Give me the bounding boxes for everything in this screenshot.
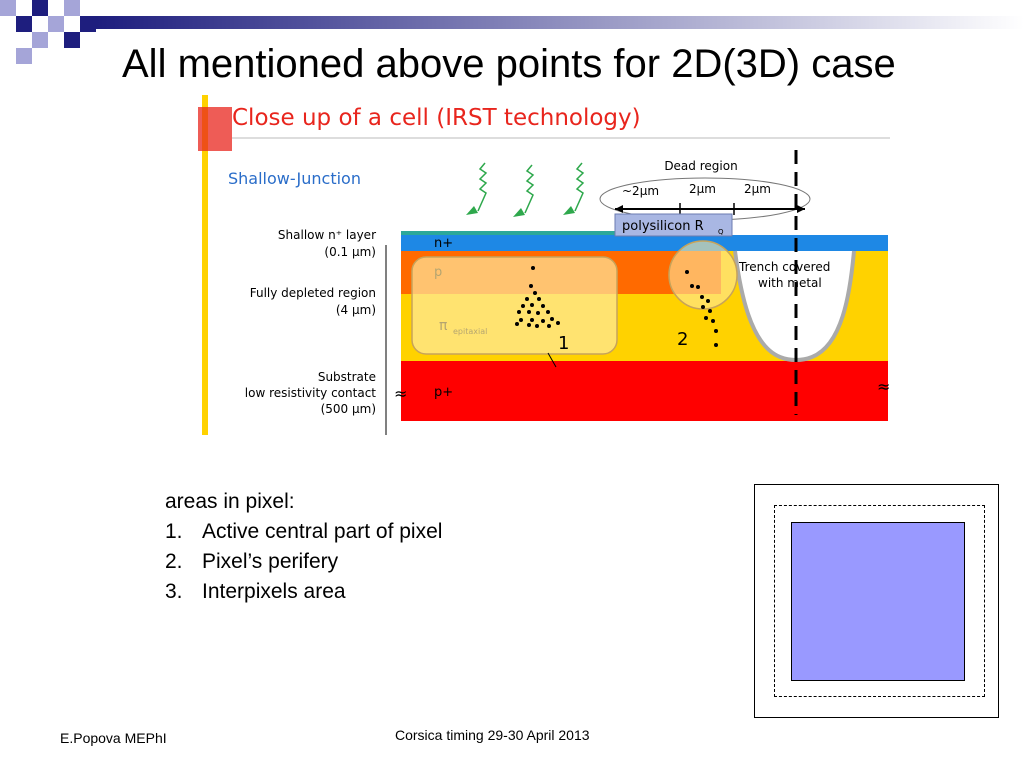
list-number: 3. [165, 580, 183, 603]
header-gradient-bar [96, 16, 1024, 29]
decor-square [64, 32, 80, 48]
dead-region-label: Dead region [664, 159, 737, 173]
label-p-plus: p+ [434, 385, 453, 400]
area-2-label: 2 [677, 329, 688, 350]
label-shallow-layer: Shallow n⁺ layer [278, 228, 376, 242]
charge-cluster-1 [515, 266, 560, 328]
decor-square [80, 16, 96, 32]
break-mark-right: ≈ [877, 377, 890, 396]
list-label: Interpixels area [202, 580, 346, 603]
area-1-label: 1 [558, 333, 569, 354]
decor-square [64, 0, 80, 16]
decor-square [32, 32, 48, 48]
list-item: 1. Active central part of pixel [165, 517, 442, 547]
cell-cross-section-figure: Close up of a cell (IRST technology) Sha… [190, 95, 900, 435]
top-coating [401, 231, 721, 235]
decor-square [32, 0, 48, 16]
photon-arrowheads [466, 206, 575, 217]
break-mark-left: ≈ [394, 384, 407, 403]
trench-label: Trench covered [738, 260, 830, 274]
dead-dim-3: 2μm [744, 182, 771, 196]
label-substrate-thickness: (500 μm) [321, 402, 376, 416]
list-item: 2. Pixel’s perifery [165, 547, 442, 577]
list-label: Active central part of pixel [202, 520, 443, 543]
polysilicon-sub: Q [718, 228, 724, 236]
n-plus-right [860, 235, 888, 251]
label-depleted-region: Fully depleted region [250, 286, 376, 300]
footer-author: E.Popova MEPhI [60, 730, 167, 746]
figure-subheading: Shallow-Junction [228, 169, 361, 188]
areas-heading: areas in pixel: [165, 490, 295, 513]
area-2-region [668, 240, 738, 310]
polysilicon-resistor [614, 213, 733, 237]
yellow-rule [202, 95, 208, 435]
label-depleted-thickness: (4 μm) [336, 303, 376, 317]
list-number: 2. [165, 550, 183, 573]
label-substrate: Substrate [318, 370, 376, 384]
decor-square [16, 48, 32, 64]
dead-dim-1: ~2μm [622, 184, 659, 198]
cross-section-diagram: Close up of a cell (IRST technology) Sha… [198, 95, 890, 435]
footer-event: Corsica timing 29-30 April 2013 [395, 727, 590, 743]
decor-square [16, 16, 32, 32]
decor-square [48, 16, 64, 32]
polysilicon-label: polysilicon R [622, 219, 704, 234]
label-shallow-thickness: (0.1 μm) [324, 245, 376, 259]
pixel-periphery-boundary [774, 505, 985, 697]
trench-label-2: with metal [758, 276, 822, 290]
list-number: 1. [165, 520, 183, 543]
charge-cluster-2 [685, 270, 718, 347]
n-plus-layer [401, 235, 888, 251]
arrowhead-right [797, 205, 805, 213]
pixel-area-diagram [754, 484, 999, 718]
red-accent-block [198, 107, 232, 151]
decor-square [0, 0, 16, 16]
list-item: 3. Interpixels area [165, 577, 442, 607]
dead-dim-2: 2μm [689, 182, 716, 196]
pointer-line [547, 352, 557, 368]
p-plus-substrate [401, 361, 888, 421]
area-1-region [411, 256, 618, 355]
label-n-plus: n+ [434, 236, 453, 251]
list-label: Pixel’s perifery [202, 550, 339, 573]
areas-list: areas in pixel: 1. Active central part o… [165, 487, 442, 607]
figure-heading: Close up of a cell (IRST technology) [232, 105, 641, 131]
pixel-active-area [791, 522, 965, 681]
arrowhead-left [615, 205, 623, 213]
label-substrate-contact: low resistivity contact [245, 386, 376, 400]
slide-title: All mentioned above points for 2D(3D) ca… [122, 42, 896, 86]
photon-arrows [477, 162, 585, 214]
